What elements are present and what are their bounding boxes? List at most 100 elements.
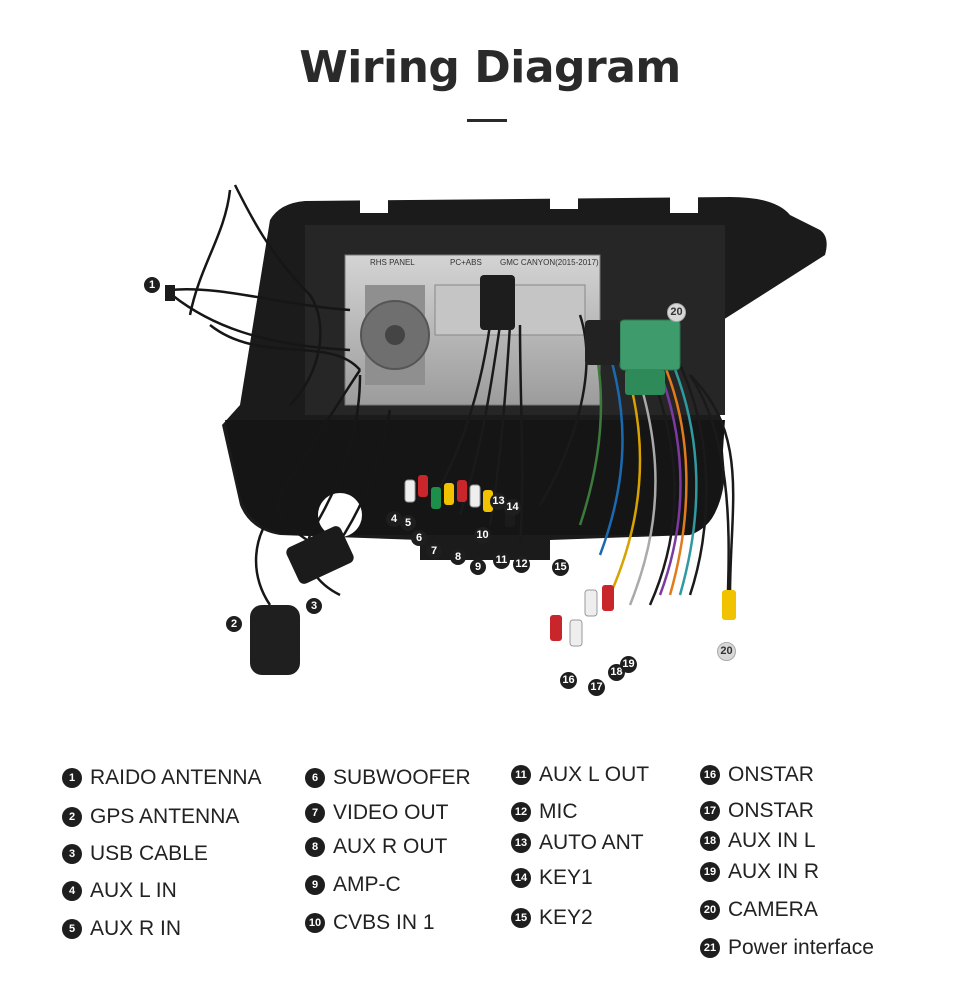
legend-label-6: SUBWOOFER	[333, 766, 471, 789]
legend-label-8: AUX R OUT	[333, 835, 448, 858]
callout-10: 10	[474, 527, 491, 544]
legend-item-18: 18 AUX IN L	[700, 829, 816, 853]
legend-item-17: 17 ONSTAR	[700, 799, 814, 823]
right-wire-harness	[428, 314, 735, 606]
left-cable-bundle	[169, 184, 392, 606]
wiring-diagram: RHS PANEL PC+ABS GMC CANYON(2015-2017)	[130, 175, 900, 715]
legend-label-5: AUX R IN	[90, 917, 182, 940]
callout-7: 7	[426, 543, 442, 559]
legend-num-15: 15	[511, 908, 531, 928]
callout-8: 8	[450, 549, 466, 565]
legend-num-19: 19	[700, 862, 720, 882]
legend-num-21: 21	[700, 938, 720, 958]
legend-item-7: 7 VIDEO OUT	[305, 801, 449, 825]
callout-6: 6	[411, 530, 427, 546]
legend-num-16: 16	[700, 765, 720, 785]
legend-num-13: 13	[511, 833, 531, 853]
callout-13: 13	[490, 493, 507, 510]
callout-20-camera: 20	[717, 642, 736, 661]
legend-item-12: 12 MIC	[511, 800, 578, 824]
frame-tab	[670, 197, 698, 213]
legend-item-4: 4 AUX L IN	[62, 879, 177, 903]
legend-num-11: 11	[511, 765, 531, 785]
legend-num-18: 18	[700, 831, 720, 851]
legend-num-14: 14	[511, 868, 531, 888]
legend-num-7: 7	[305, 803, 325, 823]
callout-2: 2	[226, 616, 242, 632]
panel-hole	[318, 493, 362, 537]
legend-item-3: 3 USB CABLE	[62, 842, 208, 866]
legend-label-7: VIDEO OUT	[333, 801, 449, 824]
legend-item-21: 21 Power interface	[700, 936, 874, 960]
callout-17: 17	[588, 679, 605, 696]
legend-label-13: AUTO ANT	[539, 831, 644, 854]
callout-14: 14	[504, 499, 521, 516]
legend-item-6: 6 SUBWOOFER	[305, 766, 471, 790]
page-title: Wiring Diagram	[299, 42, 681, 93]
right-rca-plugs	[550, 585, 614, 647]
frame-tab	[550, 193, 578, 209]
head-unit-illustration: RHS PANEL PC+ABS GMC CANYON(2015-2017)	[165, 184, 827, 675]
callout-16: 16	[560, 672, 577, 689]
callout-4: 4	[386, 511, 402, 527]
legend-num-5: 5	[62, 919, 82, 939]
legend-num-17: 17	[700, 801, 720, 821]
callout-20-power: 20	[667, 303, 686, 322]
legend-label-21: Power interface	[728, 936, 874, 959]
callout-11: 11	[493, 552, 510, 569]
title-underline	[467, 119, 507, 122]
antenna-plug	[165, 285, 175, 301]
fan-hub	[385, 325, 405, 345]
legend-item-16: 16 ONSTAR	[700, 763, 814, 787]
legend-item-1: 1 RAIDO ANTENNA	[62, 766, 262, 790]
legend-item-9: 9 AMP-C	[305, 873, 401, 897]
legend-label-15: KEY2	[539, 906, 593, 929]
harness-plug	[585, 320, 620, 365]
camera-rca-plug	[722, 590, 736, 620]
legend-item-13: 13 AUTO ANT	[511, 831, 644, 855]
legend-num-20: 20	[700, 900, 720, 920]
legend-label-9: AMP-C	[333, 873, 401, 896]
legend-item-11: 11 AUX L OUT	[511, 763, 649, 787]
panel-label-left: RHS PANEL	[370, 258, 415, 267]
panel-label-right: GMC CANYON(2015-2017)	[500, 258, 599, 267]
callout-3: 3	[306, 598, 322, 614]
legend-label-18: AUX IN L	[728, 829, 816, 852]
callout-5: 5	[400, 515, 416, 531]
frame-tab	[360, 197, 388, 213]
gps-antenna-module	[250, 605, 300, 675]
panel-label-center: PC+ABS	[450, 258, 482, 267]
legend-label-12: MIC	[539, 800, 578, 823]
usb-connector	[286, 526, 354, 584]
legend-num-1: 1	[62, 768, 82, 788]
camera-cable	[688, 374, 730, 591]
legend-item-8: 8 AUX R OUT	[305, 835, 447, 859]
legend-num-8: 8	[305, 837, 325, 857]
legend-num-4: 4	[62, 881, 82, 901]
power-connector-body	[625, 370, 665, 395]
legend-label-19: AUX IN R	[728, 860, 820, 883]
legend-item-20: 20 CAMERA	[700, 898, 818, 922]
callout-9: 9	[470, 559, 486, 575]
legend-label-1: RAIDO ANTENNA	[90, 766, 262, 789]
legend-label-11: AUX L OUT	[539, 763, 650, 786]
legend-label-17: ONSTAR	[728, 799, 814, 822]
legend-num-6: 6	[305, 768, 325, 788]
callout-1: 1	[144, 277, 160, 293]
legend-label-20: CAMERA	[728, 898, 818, 921]
legend-label-10: CVBS IN 1	[333, 911, 435, 934]
legend-label-4: AUX L IN	[90, 879, 177, 902]
power-interface-connector	[619, 319, 681, 371]
legend-num-3: 3	[62, 844, 82, 864]
legend-label-16: ONSTAR	[728, 763, 814, 786]
callout-19: 19	[620, 656, 637, 673]
legend-item-19: 19 AUX IN R	[700, 860, 819, 884]
legend-num-12: 12	[511, 802, 531, 822]
legend-item-5: 5 AUX R IN	[62, 917, 181, 941]
legend-num-9: 9	[305, 875, 325, 895]
legend-label-3: USB CABLE	[90, 842, 208, 865]
callout-12: 12	[513, 556, 530, 573]
legend-item-15: 15 KEY2	[511, 906, 593, 930]
